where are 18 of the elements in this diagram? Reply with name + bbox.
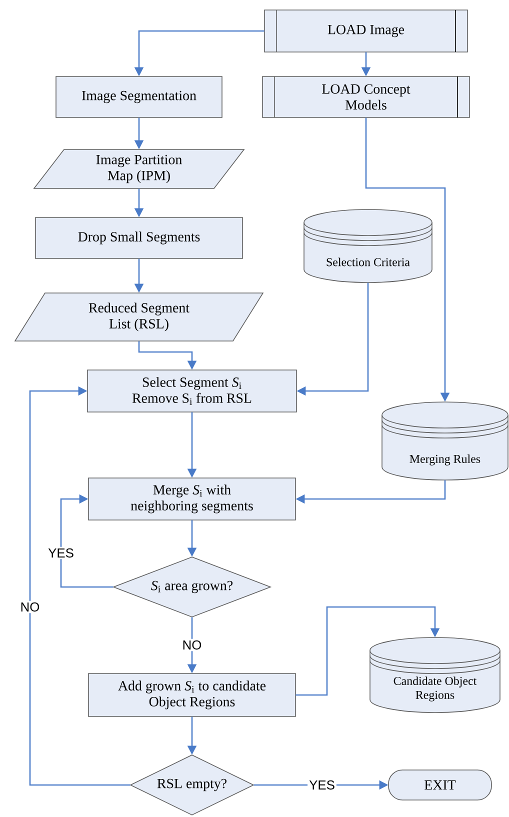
process-box: Select Segment S$_{i}$ Remove S$_{i}$ from RSL [87, 370, 297, 412]
edge-label: NO [18, 600, 42, 614]
process-box: Drop Small Segments [35, 217, 243, 259]
database-cylinder: Selection Criteria [304, 209, 432, 283]
process-box: Merge S$_{i}$ with neighboring segments [88, 478, 296, 520]
edge-label: NO [180, 638, 204, 652]
process-box: Image Segmentation [56, 76, 222, 118]
arrow [29, 386, 130, 786]
arrow [60, 494, 114, 588]
database-cylinder: Merging Rules [382, 402, 508, 480]
terminator-box: EXIT [388, 770, 492, 800]
predefined-process-box: LOAD Concept Models [262, 76, 470, 118]
edge-label: YES [46, 546, 76, 560]
database-cylinder: Candidate Object Regions [370, 637, 500, 713]
edge-label: YES [308, 778, 336, 792]
predefined-process-box: LOAD Image [264, 10, 468, 52]
arrow [296, 606, 440, 696]
process-box: Add grown S$_{i}$ to candidate Object Regions [88, 673, 296, 717]
